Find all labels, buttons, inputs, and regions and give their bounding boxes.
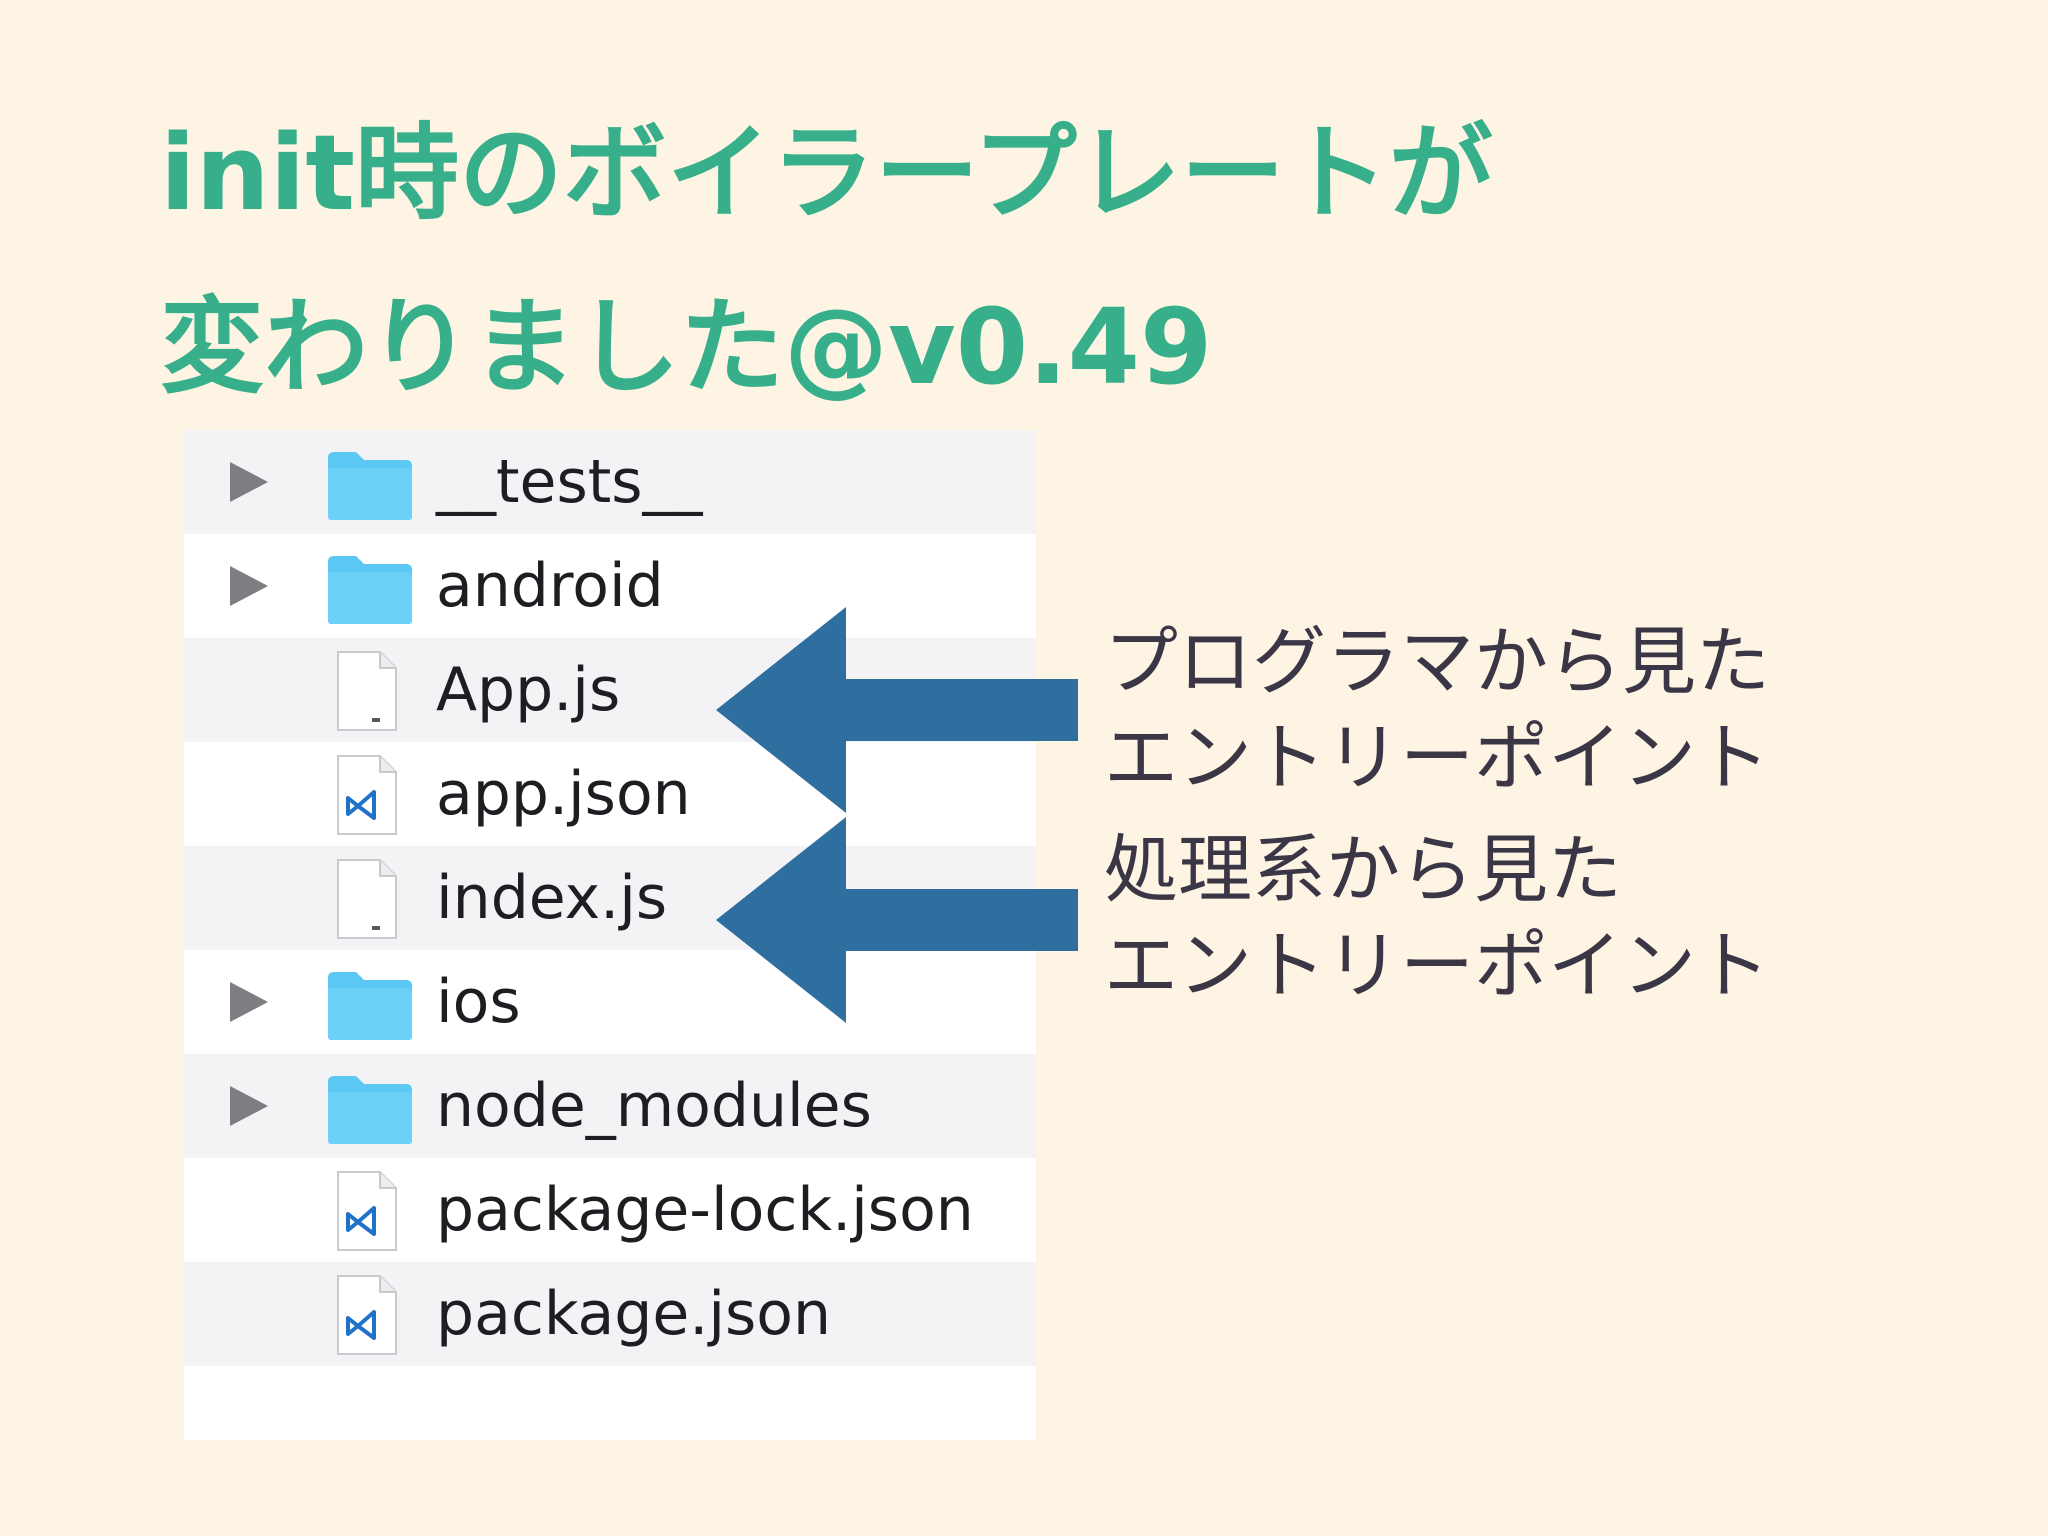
list-item-tests-folder[interactable]: __tests__: [184, 430, 1036, 534]
file-name: package-lock.json: [436, 1175, 974, 1245]
file-name: index.js: [436, 863, 668, 933]
js-file-icon: [337, 651, 397, 731]
slide-title-line-2: 変わりました@v0.49: [160, 286, 1213, 408]
vscode-json-file-icon: [337, 1275, 397, 1355]
file-name: node_modules: [436, 1071, 872, 1141]
disclosure-triangle-icon[interactable]: [230, 462, 268, 502]
file-name: package.json: [436, 1279, 832, 1349]
vscode-json-file-icon: [337, 755, 397, 835]
list-item-package-lock-json[interactable]: package-lock.json: [184, 1158, 1036, 1262]
vscode-json-file-icon: [337, 1171, 397, 1251]
folder-icon: [328, 556, 412, 624]
annotation-line: エントリーポイント: [1104, 923, 1770, 1009]
list-item-android-folder[interactable]: android: [184, 534, 1036, 638]
file-name: App.js: [436, 655, 621, 725]
list-item-ios-folder[interactable]: ios: [184, 950, 1036, 1054]
slide-title: init時のボイラープレートが 変わりました@v0.49: [160, 86, 1493, 434]
folder-icon: [328, 452, 412, 520]
arrow-left-icon: [716, 607, 1078, 813]
annotation-line: 処理系から見た: [1104, 827, 1622, 913]
js-file-icon: [337, 859, 397, 939]
disclosure-triangle-icon[interactable]: [230, 566, 268, 606]
folder-icon: [328, 972, 412, 1040]
annotation-line: プログラマから見た: [1104, 619, 1770, 705]
annotation-programmer-entry-point: プログラマから見た エントリーポイント: [1104, 614, 1770, 806]
annotation-runtime-entry-point: 処理系から見た エントリーポイント: [1104, 822, 1770, 1014]
list-item-package-json[interactable]: package.json: [184, 1262, 1036, 1366]
file-name: android: [436, 551, 664, 621]
disclosure-triangle-icon[interactable]: [230, 982, 268, 1022]
folder-icon: [328, 1076, 412, 1144]
list-item-app-json[interactable]: app.json: [184, 742, 1036, 846]
annotation-line: エントリーポイント: [1104, 715, 1770, 801]
file-name: __tests__: [436, 447, 703, 517]
slide-title-line-1: init時のボイラープレートが: [160, 112, 1493, 234]
arrow-left-icon: [716, 817, 1078, 1023]
file-name: app.json: [436, 759, 691, 829]
disclosure-triangle-icon[interactable]: [230, 1086, 268, 1126]
file-name: ios: [436, 967, 521, 1037]
list-item-node-modules-folder[interactable]: node_modules: [184, 1054, 1036, 1158]
